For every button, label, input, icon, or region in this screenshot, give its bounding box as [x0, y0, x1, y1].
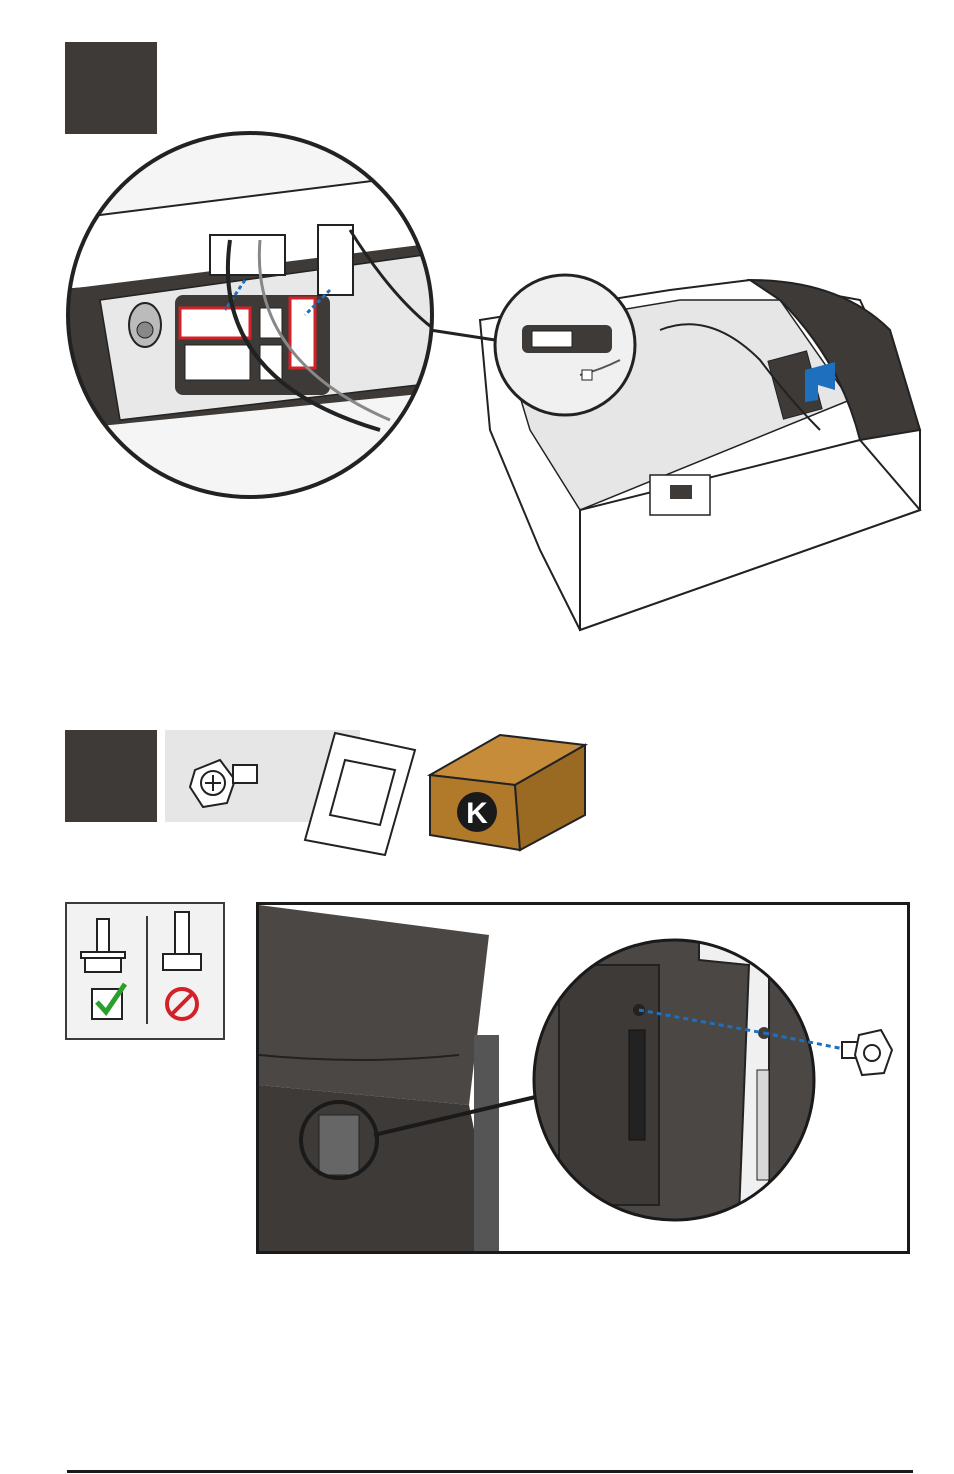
bolt-orientation-guide [65, 902, 225, 1040]
bolt-icon [841, 1028, 894, 1077]
step-2-badge [65, 730, 157, 822]
small-detail-circle [299, 1100, 379, 1180]
screw-path-line [638, 1008, 765, 1035]
step-1-badge [65, 42, 157, 134]
part-box-icon: K [426, 733, 589, 852]
hardware-bag-icon [303, 731, 417, 857]
large-detail-circle [66, 131, 434, 499]
correct-bolt-icon [80, 918, 126, 973]
footer-rule [67, 1470, 913, 1473]
part-pack-letter: K [466, 797, 488, 830]
small-detail-circle [493, 273, 637, 417]
incorrect-bolt-icon [162, 911, 202, 971]
bracket-illustration [256, 902, 910, 1254]
detail-leader-line [429, 328, 496, 342]
wiring-illustration [66, 131, 922, 632]
parts-needed: K [188, 731, 589, 857]
detail-leader-line [373, 1093, 545, 1137]
bolt-icon [188, 758, 258, 809]
screw-path-line-2 [763, 1031, 850, 1052]
cart-frame [259, 905, 499, 1251]
bolt-orientation-drawing [80, 911, 202, 1024]
insert-arrow-icon [805, 362, 835, 402]
prohibited-icon [165, 987, 199, 1021]
checkmark-icon [91, 982, 128, 1020]
large-detail-circle [532, 938, 816, 1222]
bracket-drawing [259, 905, 894, 1251]
